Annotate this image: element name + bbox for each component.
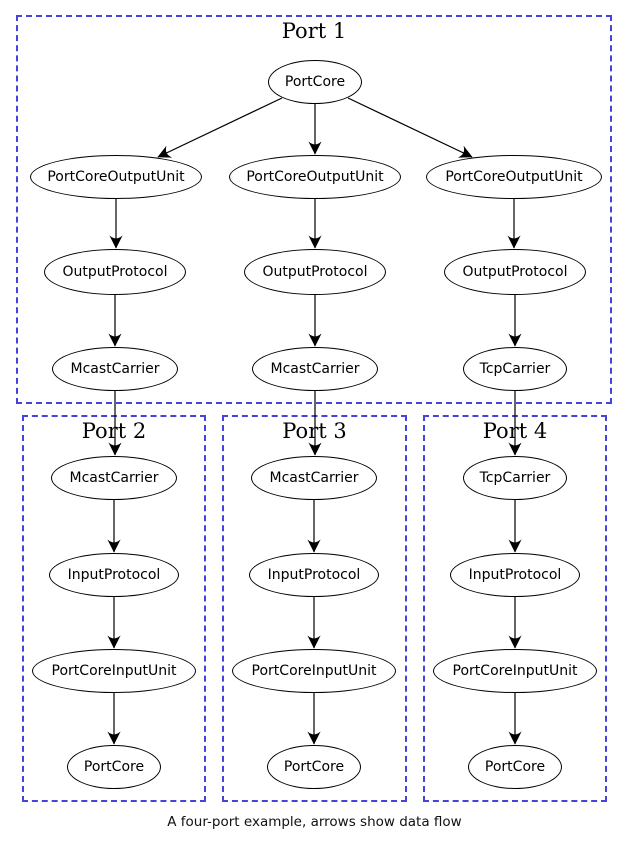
node-port1-output-unit-2: PortCoreOutputUnit bbox=[229, 155, 401, 199]
cluster-label-port3: Port 3 bbox=[282, 419, 347, 443]
node-port1-output-unit-1: PortCoreOutputUnit bbox=[30, 155, 202, 199]
cluster-label-port2: Port 2 bbox=[81, 419, 147, 443]
node-port1-portcore: PortCore bbox=[268, 60, 362, 104]
node-port2-input-unit: PortCoreInputUnit bbox=[32, 649, 196, 693]
node-port1-output-protocol-1: OutputProtocol bbox=[44, 249, 186, 295]
node-port1-tcp-carrier: TcpCarrier bbox=[463, 347, 567, 391]
node-port2-portcore: PortCore bbox=[67, 745, 161, 789]
cluster-label-port1: Port 1 bbox=[281, 19, 347, 43]
node-port1-output-protocol-2: OutputProtocol bbox=[244, 249, 386, 295]
node-port2-input-protocol: InputProtocol bbox=[49, 553, 179, 597]
node-port1-output-protocol-3: OutputProtocol bbox=[444, 249, 586, 295]
diagram-caption: A four-port example, arrows show data fl… bbox=[167, 814, 462, 830]
cluster-port2: Port 2 bbox=[22, 415, 206, 802]
node-port3-mcast-carrier: McastCarrier bbox=[251, 456, 377, 500]
node-port4-tcp-carrier: TcpCarrier bbox=[463, 456, 567, 500]
node-port4-input-unit: PortCoreInputUnit bbox=[433, 649, 597, 693]
node-port3-portcore: PortCore bbox=[267, 745, 361, 789]
cluster-label-port4: Port 4 bbox=[482, 419, 548, 443]
node-port4-portcore: PortCore bbox=[468, 745, 562, 789]
node-port1-mcast-carrier-1: McastCarrier bbox=[52, 347, 178, 391]
node-port3-input-protocol: InputProtocol bbox=[249, 553, 379, 597]
cluster-port1: Port 1 bbox=[16, 15, 612, 404]
node-port3-input-unit: PortCoreInputUnit bbox=[232, 649, 396, 693]
node-port2-mcast-carrier: McastCarrier bbox=[51, 456, 177, 500]
node-port1-output-unit-3: PortCoreOutputUnit bbox=[426, 155, 602, 199]
node-port1-mcast-carrier-2: McastCarrier bbox=[252, 347, 378, 391]
node-port4-input-protocol: InputProtocol bbox=[450, 553, 580, 597]
